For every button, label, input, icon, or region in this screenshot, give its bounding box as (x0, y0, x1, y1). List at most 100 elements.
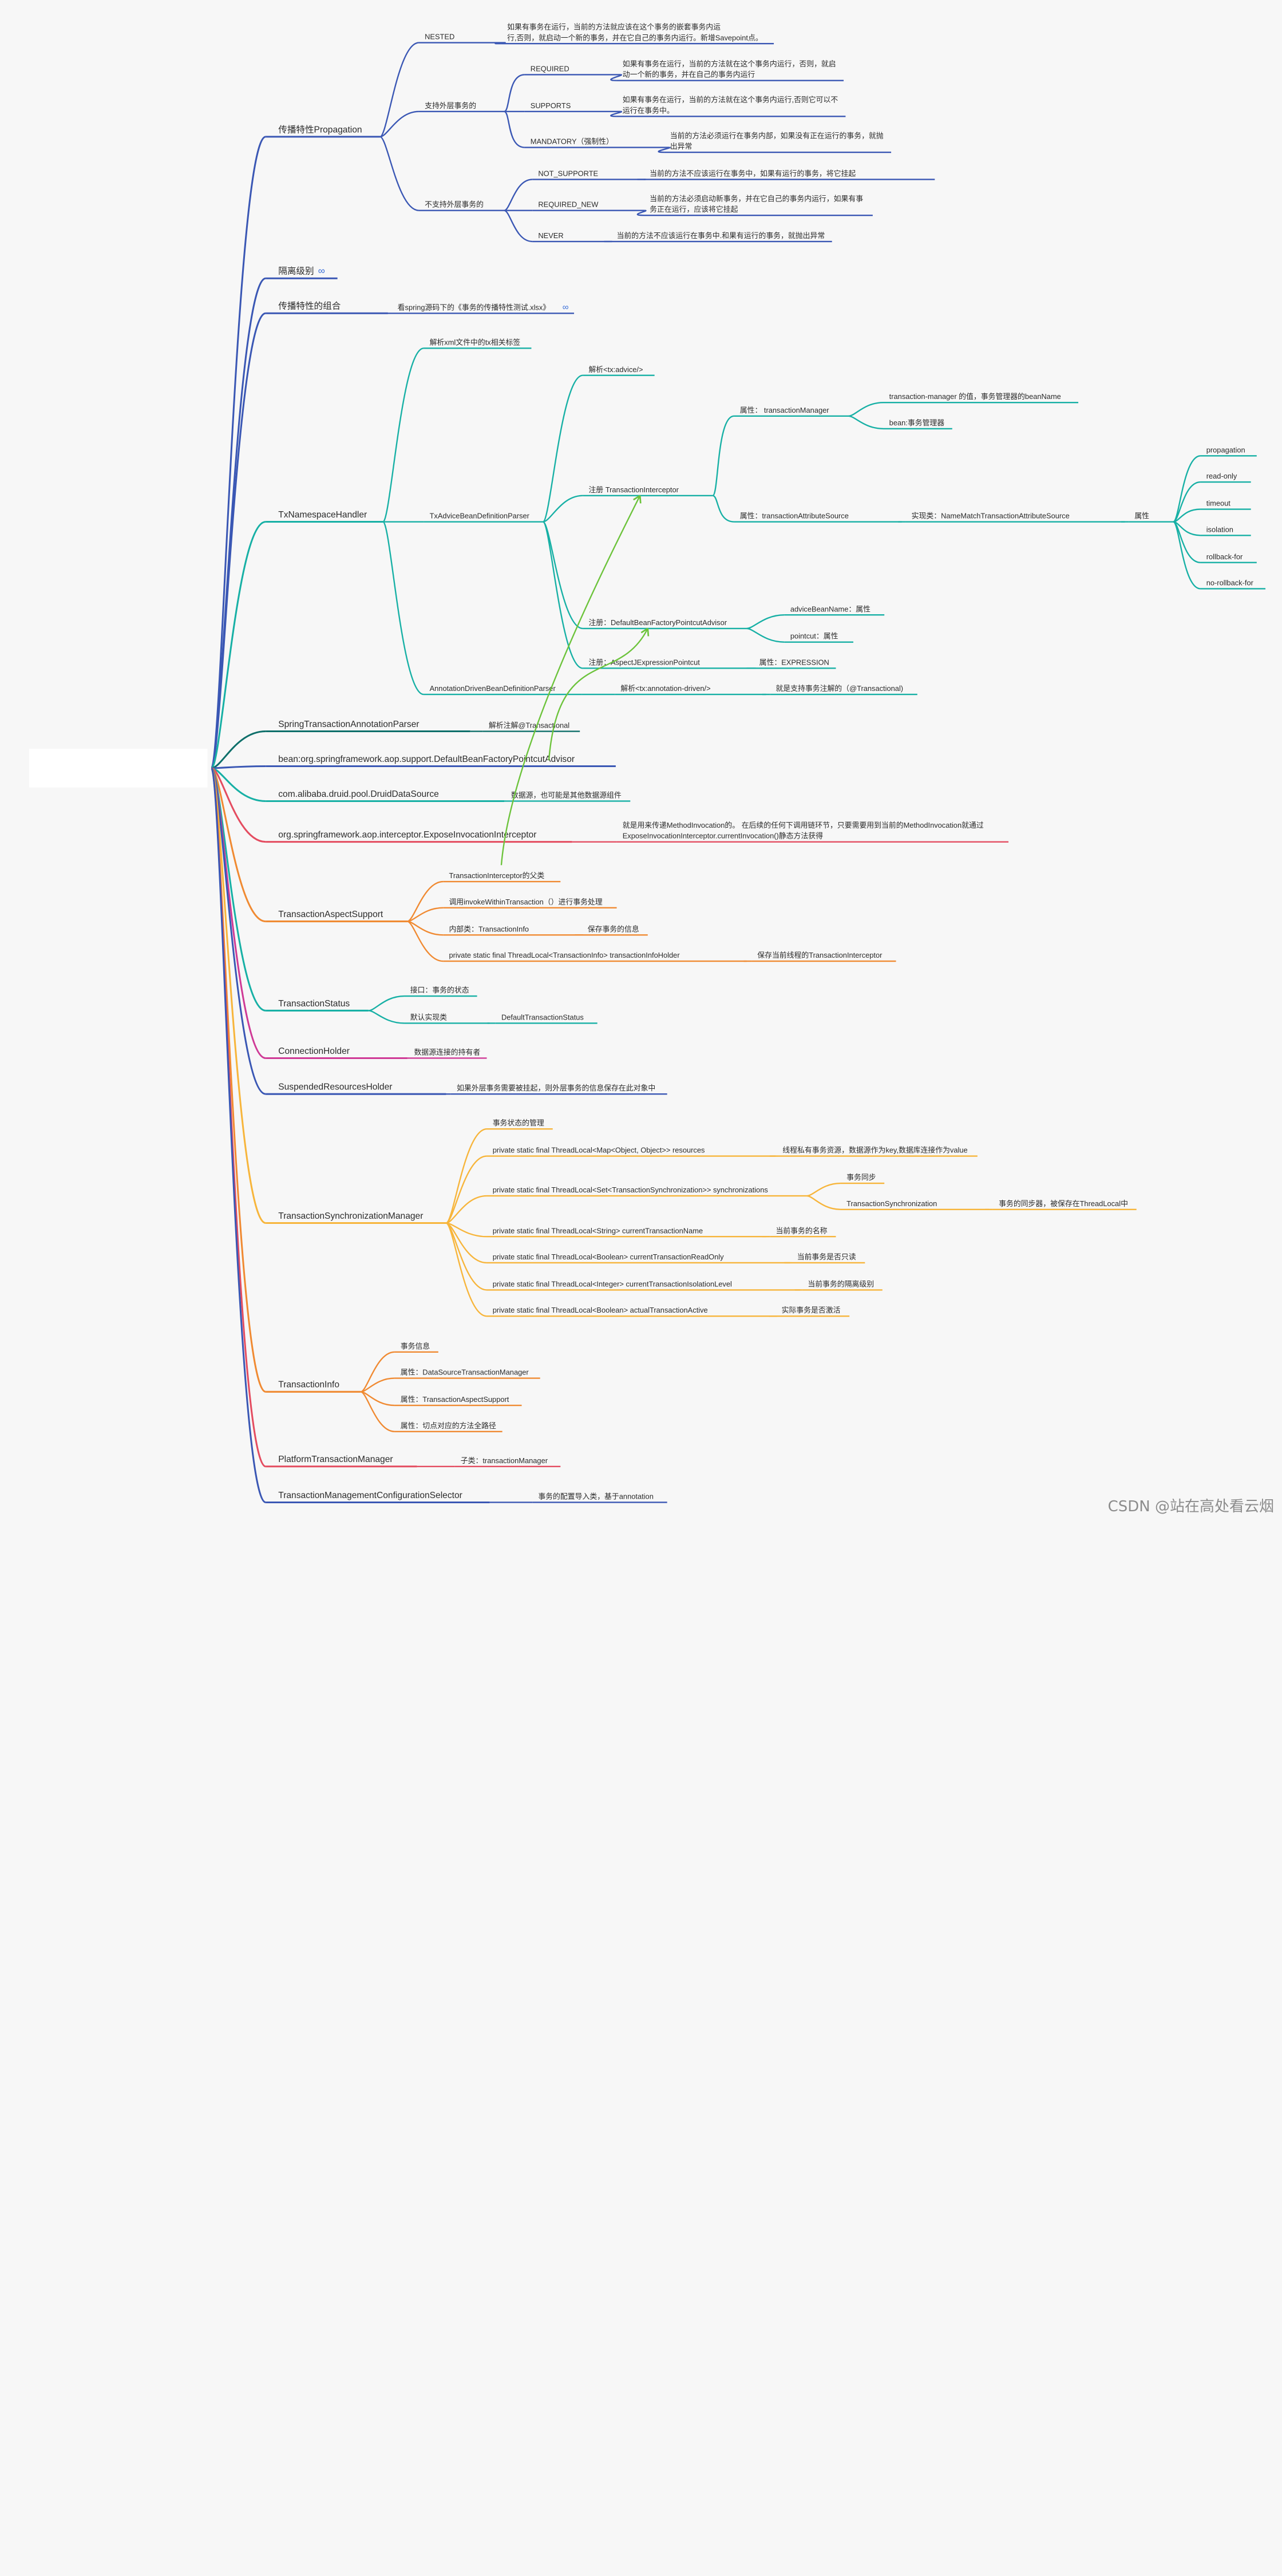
mindmap-node-label[interactable]: 默认实现类 (410, 1013, 447, 1022)
mindmap-node-label[interactable]: 当前的方法不应该运行在事务中.和果有运行的事务，就抛出异常 (617, 231, 825, 240)
mindmap-node-label[interactable]: 内部类：TransactionInfo (449, 924, 529, 933)
branch-label-13[interactable]: TransactionInfo (278, 1380, 339, 1390)
node-connector (446, 1195, 487, 1224)
branch-label-9[interactable]: TransactionStatus (278, 999, 350, 1009)
mindmap-node-label[interactable]: 保存事务的信息 (588, 924, 639, 933)
mindmap-node-label[interactable]: 看spring源码下的《事务的传播特性测试.xlsx》 (398, 303, 551, 311)
branch-label-3[interactable]: TxNamespaceHandler (278, 510, 367, 520)
mindmap-node-label[interactable]: 当前的方法必须运行在事务内部，如果没有正在运行的事务，就抛出异常 (670, 131, 884, 151)
node-connector (1172, 521, 1201, 590)
mindmap-node-label[interactable]: 当前事务的名称 (775, 1226, 827, 1235)
mindmap-node-label[interactable]: 线程私有事务资源，数据源作为key,数据库连接作为value (782, 1146, 967, 1155)
mindmap-node-label[interactable]: DefaultTransactionStatus (501, 1013, 584, 1022)
branch-label-15[interactable]: TransactionManagementConfigurationSelect… (278, 1491, 462, 1500)
branch-label-11[interactable]: SuspendedResourcesHolder (278, 1082, 392, 1092)
mindmap-node-label[interactable]: transaction-manager 的值，事务管理器的beanName (889, 392, 1061, 401)
mindmap-node-label[interactable]: 当前事务是否只读 (797, 1253, 856, 1261)
mindmap-node-label[interactable]: private static final ThreadLocal<Boolean… (493, 1306, 708, 1314)
mindmap-node-label[interactable]: 数据源连接的持有者 (414, 1048, 480, 1057)
mindmap-node-label[interactable]: isolation (1206, 525, 1233, 534)
mindmap-node-label[interactable]: private static final ThreadLocal<Set<Tra… (493, 1186, 768, 1194)
mindmap-node-label[interactable]: 解析xml文件中的tx相关标签 (430, 338, 521, 346)
mindmap-node-label[interactable]: private static final ThreadLocal<Integer… (493, 1279, 732, 1288)
mindmap-node-label[interactable]: private static final ThreadLocal<Map<Obj… (493, 1146, 705, 1155)
link-icon[interactable]: ∞ (318, 266, 325, 276)
mindmap-node-label[interactable]: timeout (1206, 499, 1231, 508)
mindmap-node-label[interactable]: propagation (1206, 445, 1245, 454)
mindmap-node-label[interactable]: 如果有事务在运行，当前的方法就在这个事务内运行，否则，就启动一个新的事务，并在自… (623, 60, 836, 79)
mindmap-node-label[interactable]: 数据源，也可能是其他数据源组件 (511, 791, 622, 800)
mindmap-node-label[interactable]: 如果有事务在运行，当前的方法就在这个事务内运行,否则它可以不运行在事务中。 (623, 96, 838, 115)
mindmap-node-label[interactable]: read-only (1206, 472, 1237, 480)
mindmap-node-label[interactable]: 属性：切点对应的方法全路径 (401, 1421, 496, 1430)
mindmap-node-label[interactable]: 事务的同步器，被保存在ThreadLocal中 (999, 1199, 1128, 1208)
mindmap-node-label[interactable]: private static final ThreadLocal<Transac… (449, 951, 680, 959)
mindmap-node-label[interactable]: 不支持外层事务的 (425, 200, 484, 209)
mindmap-node-label[interactable]: SUPPORTS (531, 101, 571, 110)
mindmap-node-label[interactable]: 就是用来传递MethodInvocation的。 在后续的任何下调用链环节，只要… (623, 821, 984, 840)
mindmap-node-label[interactable]: 属性：TransactionAspectSupport (401, 1395, 509, 1404)
mindmap-node-label[interactable]: REQUIRED (531, 65, 569, 73)
mindmap-node-label[interactable]: NESTED (425, 33, 454, 41)
mindmap-node-label[interactable]: 当前事务的隔离级别 (808, 1279, 874, 1288)
mindmap-node-label[interactable]: 注册：DefaultBeanFactoryPointcutAdvisor (588, 618, 727, 627)
branch-label-6[interactable]: com.alibaba.druid.pool.DruidDataSource (278, 789, 439, 799)
branch-label-8[interactable]: TransactionAspectSupport (278, 910, 383, 919)
mindmap-node-label[interactable]: 保存当前线程的TransactionInterceptor (757, 951, 883, 959)
mindmap-node-label[interactable]: 事务信息 (401, 1342, 430, 1350)
mindmap-node-label[interactable]: NOT_SUPPORTE (538, 169, 598, 178)
mindmap-node-label[interactable]: 事务的配置导入类，基于annotation (538, 1492, 654, 1501)
mindmap-node-label[interactable]: bean:事务管理器 (889, 418, 945, 427)
mindmap-node-label[interactable]: private static final ThreadLocal<Boolean… (493, 1253, 724, 1261)
mindmap-node-label[interactable]: 属性：transactionAttributeSource (740, 512, 849, 520)
mindmap-node-label[interactable]: 注册 TransactionInterceptor (588, 485, 679, 494)
relationship-arrow-advisor-head (640, 627, 650, 637)
mindmap-node-label[interactable]: 如果外层事务需要被挂起，则外层事务的信息保存在此对象中 (457, 1084, 655, 1092)
mindmap-node-label[interactable]: 就是支持事务注解的（@Transactional) (775, 684, 903, 693)
mindmap-node-label[interactable]: 解析<tx:annotation-driven/> (620, 684, 710, 693)
mindmap-node-label[interactable]: 实际事务是否激活 (782, 1306, 841, 1314)
mindmap-node-label[interactable]: rollback-for (1206, 552, 1243, 561)
branch-connector (211, 767, 266, 803)
mindmap-node-label[interactable]: pointcut：属性 (790, 632, 838, 641)
mindmap-node-label[interactable]: 如果有事务在运行，当前的方法就应该在这个事务的嵌套事务内运行,否则，就启动一个新… (507, 23, 763, 42)
branch-label-2[interactable]: 传播特性的组合 (278, 301, 341, 311)
mindmap-node-label[interactable]: 事务状态的管理 (493, 1119, 544, 1127)
branch-label-14[interactable]: PlatformTransactionManager (278, 1455, 393, 1464)
mindmap-node-label[interactable]: TransactionInterceptor的父类 (449, 871, 544, 880)
mindmap-node-label[interactable]: 属性：EXPRESSION (759, 658, 829, 666)
mindmap-node-label[interactable]: no-rollback-for (1206, 579, 1254, 587)
mindmap-node-label[interactable]: 接口：事务的状态 (410, 986, 469, 994)
mindmap-node-label[interactable]: 属性： transactionManager (740, 406, 830, 414)
mindmap-node-label[interactable]: 支持外层事务的 (425, 101, 476, 110)
mindmap-node-label-line: 当前的方法必须启动新事务，并在它自己的事务内运行，如果有事 (650, 195, 863, 203)
mindmap-node-label[interactable]: TransactionSynchronization (846, 1199, 937, 1208)
branch-label-10[interactable]: ConnectionHolder (278, 1046, 350, 1056)
mindmap-node-label[interactable]: NEVER (538, 231, 563, 240)
link-icon[interactable]: ∞ (563, 302, 569, 312)
node-connector (542, 374, 583, 523)
mindmap-node-label[interactable]: 解析注解@Transactional (489, 721, 569, 730)
mindmap-node-label[interactable]: private static final ThreadLocal<String>… (493, 1226, 703, 1235)
mindmap-node-label[interactable]: 实现类：NameMatchTransactionAttributeSource (912, 512, 1070, 520)
branch-label-12[interactable]: TransactionSynchronizationManager (278, 1211, 423, 1221)
branch-label-1[interactable]: 隔离级别 (278, 266, 314, 276)
mindmap-node-label[interactable]: 解析<tx:advice/> (588, 365, 643, 374)
branch-label-4[interactable]: SpringTransactionAnnotationParser (278, 720, 419, 729)
mindmap-node-label[interactable]: 属性：DataSourceTransactionManager (401, 1368, 529, 1377)
mindmap-node-label[interactable]: adviceBeanName：属性 (790, 605, 871, 613)
branch-label-7[interactable]: org.springframework.aop.interceptor.Expo… (278, 830, 536, 840)
mindmap-node-label[interactable]: 当前的方法不应该运行在事务中，如果有运行的事务，将它挂起 (650, 169, 856, 178)
mindmap-node-label[interactable]: AnnotationDrivenBeanDefinitionParser (430, 684, 556, 693)
branch-connector (211, 767, 266, 923)
mindmap-node-label[interactable]: 当前的方法必须启动新事务，并在它自己的事务内运行，如果有事务正在运行，应该将它挂… (650, 195, 863, 214)
branch-label-5[interactable]: bean:org.springframework.aop.support.Def… (278, 754, 575, 764)
mindmap-node-label[interactable]: 属性 (1134, 512, 1149, 520)
mindmap-node-label[interactable]: REQUIRED_NEW (538, 200, 599, 209)
branch-label-0[interactable]: 传播特性Propagation (278, 124, 362, 135)
mindmap-node-label[interactable]: TxAdviceBeanDefinitionParser (430, 512, 530, 520)
mindmap-node-label[interactable]: 事务同步 (846, 1173, 876, 1182)
mindmap-node-label[interactable]: 子类：transactionManager (461, 1456, 548, 1465)
mindmap-node-label[interactable]: MANDATORY（强制性） (531, 137, 614, 146)
mindmap-node-label[interactable]: 调用invokeWithinTransaction（）进行事务处理 (449, 898, 602, 906)
